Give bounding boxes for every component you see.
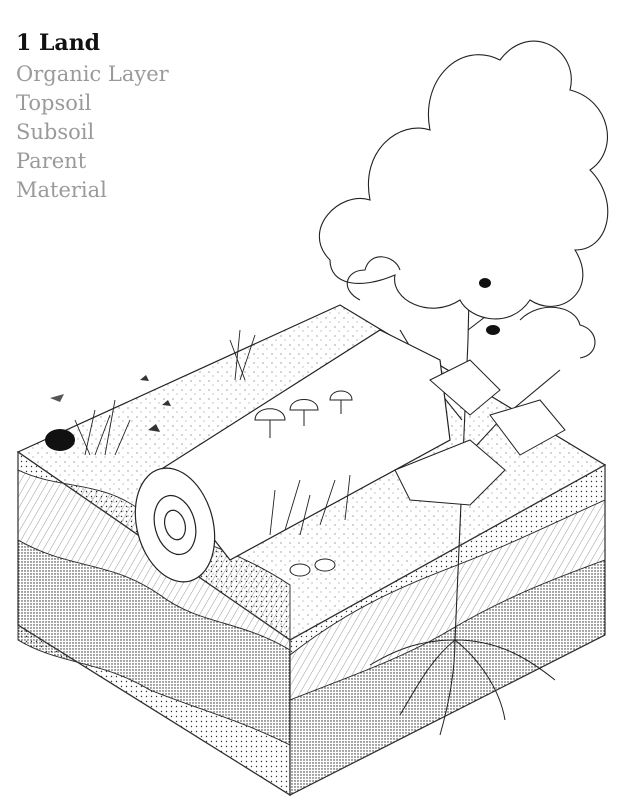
layer-label-material: Material [16,176,169,205]
legend: 1 Land Organic Layer Topsoil Subsoil Par… [16,28,169,205]
layer-label-subsoil: Subsoil [16,118,169,147]
legend-title: 1 Land [16,28,169,58]
layer-label-parent: Parent [16,147,169,176]
layer-label-organic: Organic Layer [16,60,169,89]
mole [45,429,75,451]
layer-label-topsoil: Topsoil [16,89,169,118]
tree-canopy [319,41,607,319]
